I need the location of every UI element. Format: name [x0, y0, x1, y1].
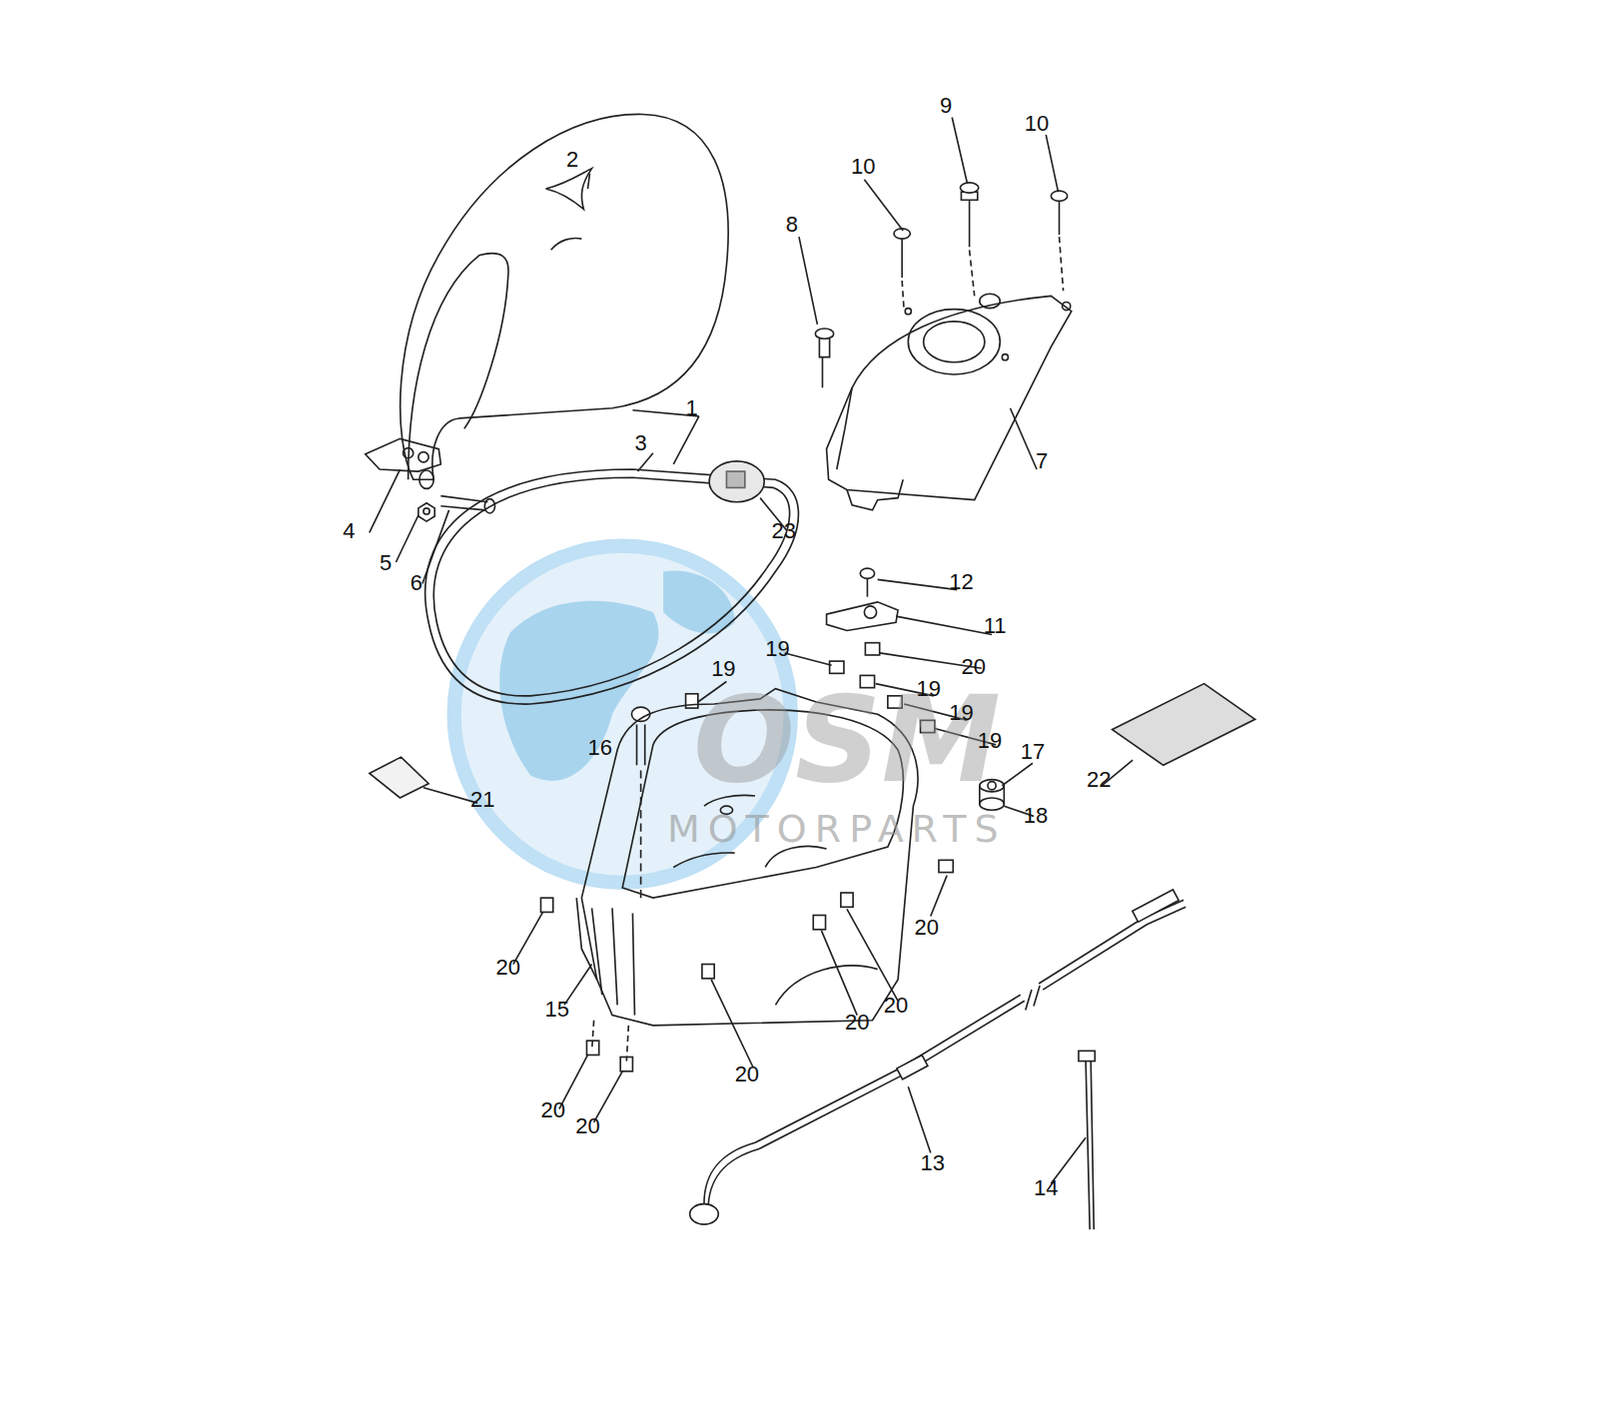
callout-number: 13 — [920, 1152, 945, 1175]
callout-number: 1 — [686, 397, 699, 420]
callout-number: 3 — [634, 432, 647, 455]
callout-number: 11 — [983, 615, 1007, 638]
callout-number: 19 — [948, 702, 973, 725]
callout-number: 23 — [771, 520, 796, 543]
callout-number: 17 — [1020, 741, 1045, 764]
callout-number: 20 — [541, 1099, 566, 1122]
callout-number: 14 — [1033, 1177, 1058, 1200]
callout-number: 20 — [575, 1115, 600, 1138]
callout-number: 18 — [1023, 804, 1048, 827]
callout-number: 10 — [1024, 112, 1049, 135]
callout-number: 4 — [342, 520, 355, 543]
callout-number: 20 — [735, 1063, 760, 1086]
watermark-text: MOTORPARTS — [667, 809, 1007, 848]
callout-number: 2 — [566, 148, 579, 171]
callout-number: 19 — [977, 730, 1002, 753]
callout-number: 8 — [786, 213, 799, 236]
callout-number: 20 — [496, 956, 521, 979]
watermark-text: OSM — [693, 680, 1001, 800]
callout-number: 20 — [960, 656, 985, 679]
callout-number: 9 — [939, 94, 952, 117]
callout-number: 19 — [765, 638, 790, 661]
callout-number: 21 — [470, 789, 495, 811]
callout-number: 12 — [948, 571, 973, 594]
callout-number: 22 — [1086, 769, 1111, 792]
callout-number: 7 — [1035, 450, 1048, 473]
callout-number: 10 — [850, 155, 875, 178]
callout-number: 20 — [883, 994, 908, 1017]
callout-number: 19 — [915, 678, 940, 701]
callout-number: 6 — [410, 572, 423, 595]
callout-number: 5 — [379, 552, 392, 575]
callout-number: 19 — [711, 658, 736, 681]
callout-number: 20 — [913, 916, 938, 939]
callout-number: 15 — [545, 998, 570, 1021]
callout-number: 20 — [844, 1011, 869, 1034]
callout-number: 16 — [588, 737, 613, 760]
